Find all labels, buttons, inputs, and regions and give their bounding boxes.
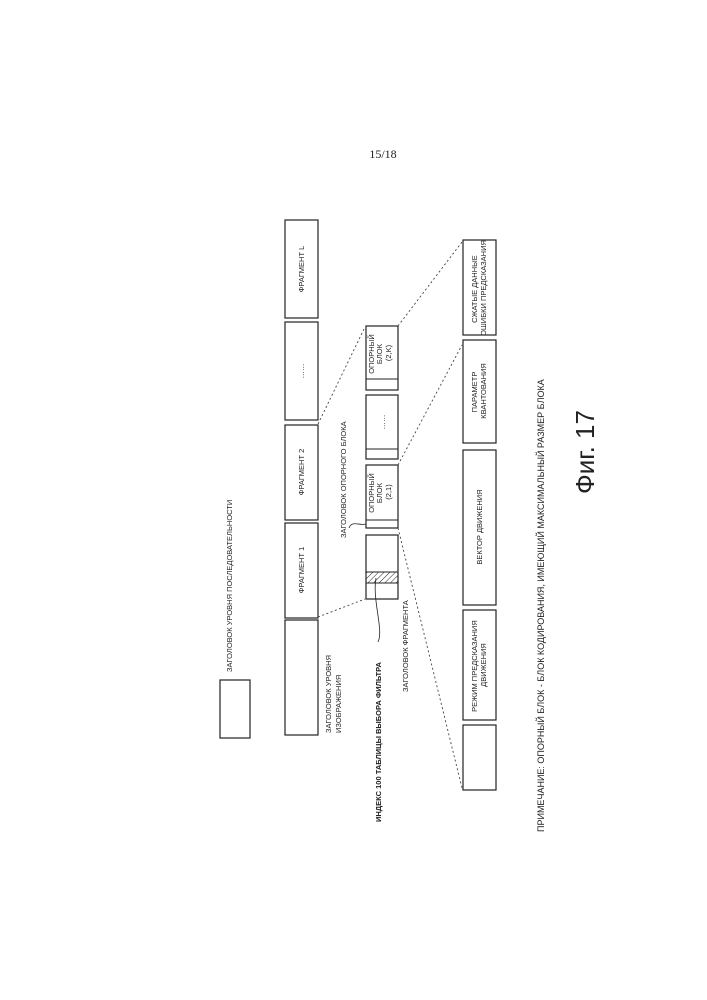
motion-vector-label: ВЕКТОР ДВИЖЕНИЯ <box>475 489 484 564</box>
block-header-field-box <box>463 725 496 790</box>
filter-index-label: ИНДЕКС 100 ТАБЛИЦЫ ВЫБОРА ФИЛЬТРА <box>374 662 383 822</box>
figure-label: Фиг. 17 <box>570 410 600 494</box>
block-ellipsis-label: …… <box>378 415 387 430</box>
fragment-2-label: ФРАГМЕНТ 2 <box>297 449 306 496</box>
picture-header-box <box>285 620 318 735</box>
legend-sequence-header-label: ЗАГОЛОВОК УРОВНЯ ПОСЛЕДОВАТЕЛЬНОСТИ <box>225 500 234 672</box>
fragment-L-label: ФРАГМЕНТ L <box>297 246 306 293</box>
page-number: 15/18 <box>369 147 396 161</box>
quant-param-label: ПАРАМЕТР КВАНТОВАНИЯ <box>470 363 488 419</box>
picture-header-label: ЗАГОЛОВОК УРОВНЯ ИЗОБРАЖЕНИЯ <box>324 653 343 733</box>
note-text: ПРИМЕЧАНИЕ: ОПОРНЫЙ БЛОК - БЛОК КОДИРОВА… <box>535 379 546 832</box>
filter-index-field <box>366 572 398 583</box>
expand-line <box>318 599 365 617</box>
residual-label: СЖАТЫЕ ДАННЫЕ ОШИБКИ ПРЕДСКАЗАНИЯ <box>470 240 488 336</box>
fragment-1-label: ФРАГМЕНТ 1 <box>297 547 306 594</box>
fragment-ellipsis-label: …… <box>297 364 306 379</box>
fragment-header-box <box>366 535 398 599</box>
fragment-header-label: ЗАГОЛОВОК ФРАГМЕНТА <box>401 600 410 692</box>
expand-line <box>398 242 462 326</box>
block-header-label: ЗАГОЛОВОК ОПОРНОГО БЛОКА <box>339 421 348 538</box>
expand-line <box>318 327 365 424</box>
expand-line <box>398 345 462 465</box>
legend-box <box>220 680 250 738</box>
block-header-leader <box>349 524 366 528</box>
